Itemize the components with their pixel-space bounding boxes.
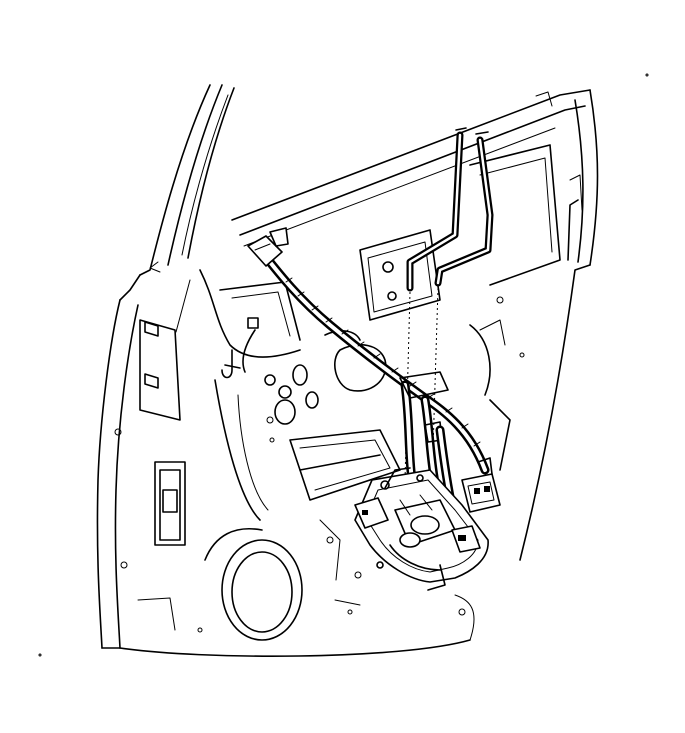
door-frame	[96, 84, 599, 657]
harness-connector	[461, 457, 501, 513]
left-pillar-details	[114, 261, 203, 633]
lock-actuator-assembly	[354, 467, 489, 591]
wiring-harness	[247, 227, 490, 525]
inner-panel-contours	[199, 144, 561, 641]
lock-rods	[404, 127, 494, 483]
